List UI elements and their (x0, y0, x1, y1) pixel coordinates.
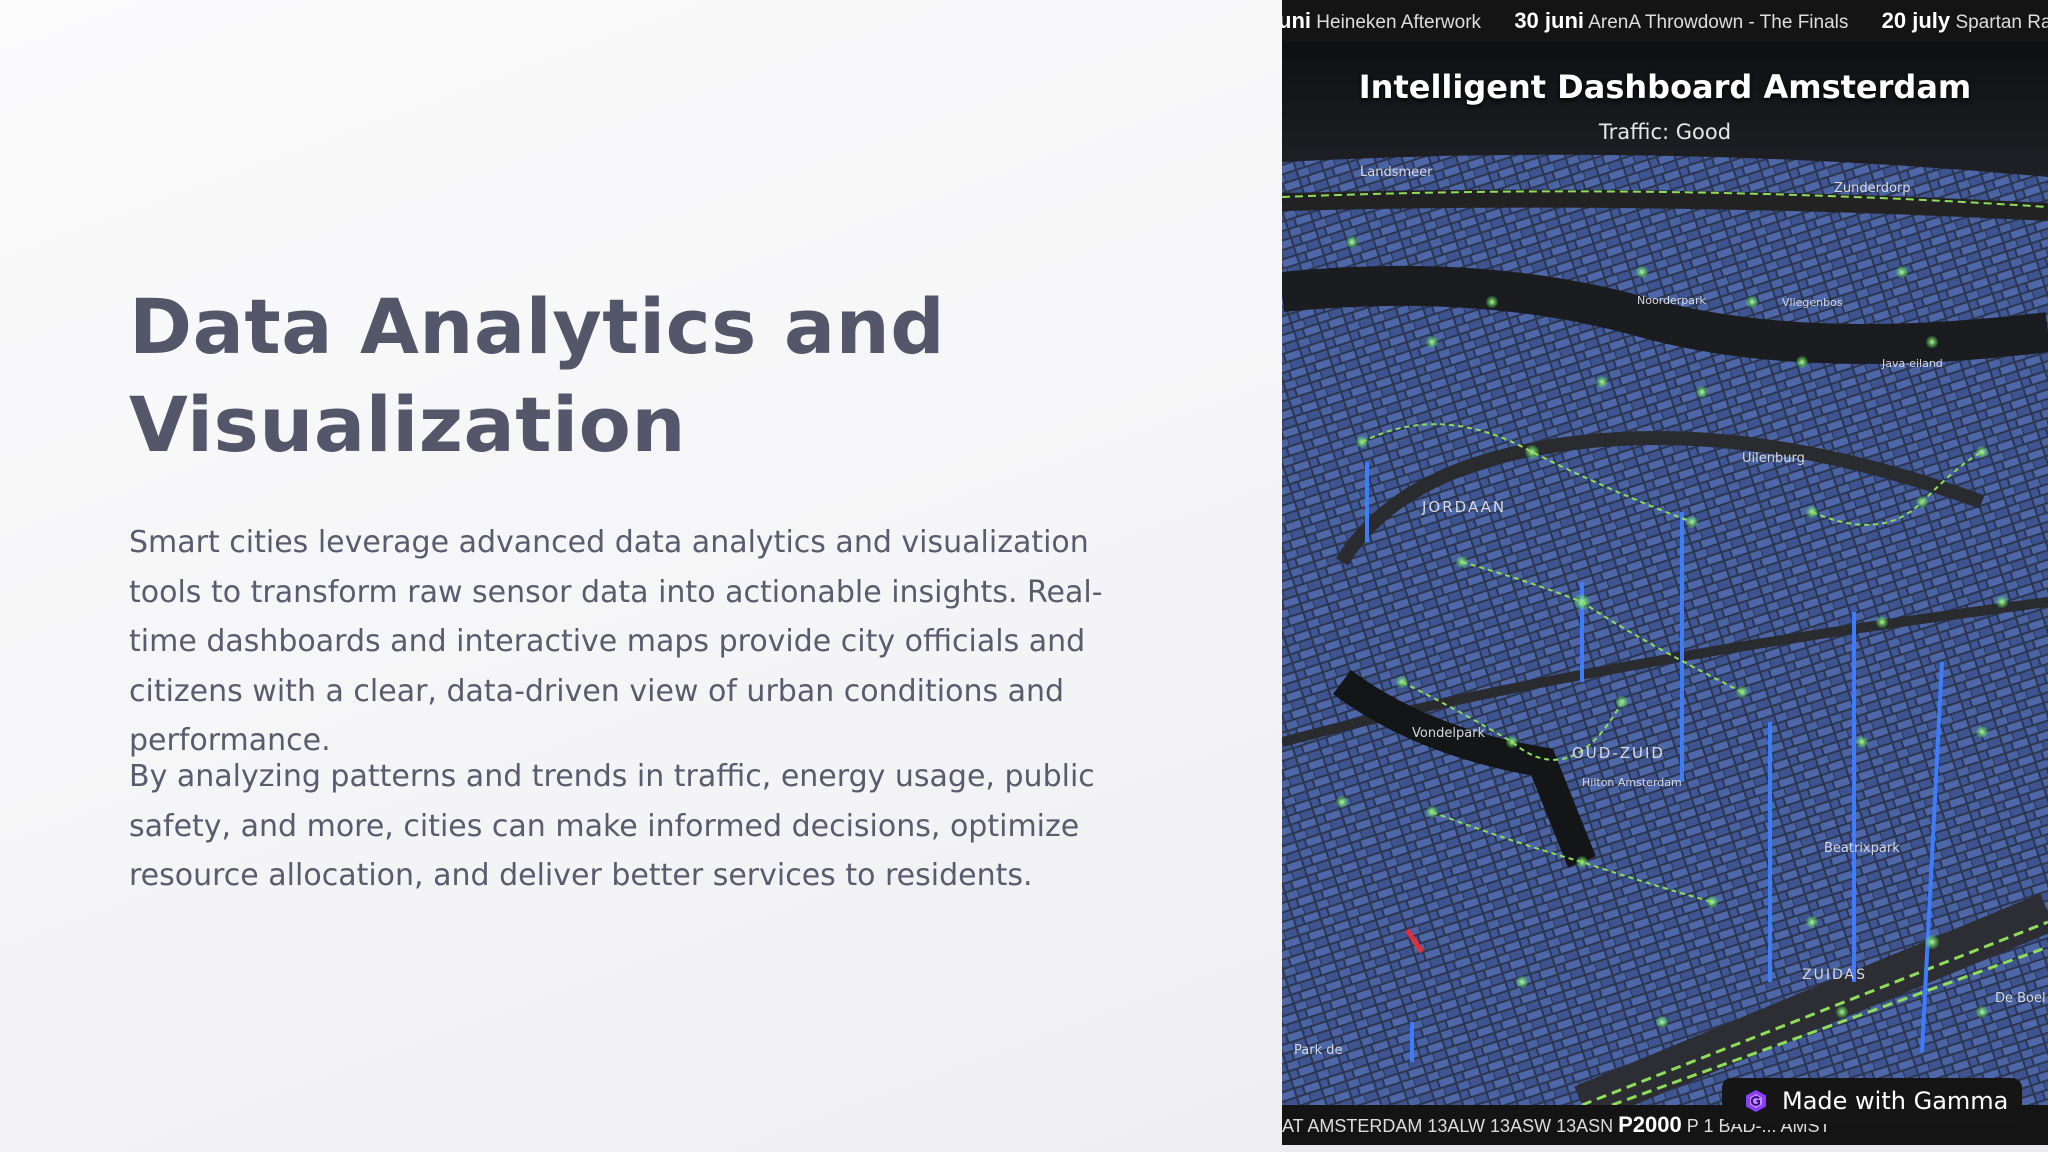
map-label: Noorderpark (1637, 294, 1707, 307)
events-ticker: uni Heineken Afterwork 30 juni ArenA Thr… (1282, 0, 2048, 42)
ticker-bold-code: P2000 (1618, 1112, 1682, 1137)
map-label: Park de (1294, 1043, 1342, 1058)
ticker-item: 30 juni ArenA Throwdown - The Finals (1514, 8, 1849, 33)
gamma-label: Made with Gamma (1782, 1087, 2009, 1115)
map-label: ZUIDAS (1802, 967, 1867, 983)
map-label: De Boel (1995, 991, 2046, 1006)
paragraph-2: By analyzing patterns and trends in traf… (129, 759, 1095, 894)
dashboard-title: Intelligent Dashboard Amsterdam (1358, 68, 1972, 106)
slide-text-panel: Data Analytics and Visualization Smart c… (129, 278, 1179, 894)
map-label: Java-eiland (1881, 357, 1943, 370)
paragraph-1: Smart cities leverage advanced data anal… (129, 525, 1103, 759)
slide-title-line-1: Data Analytics and (129, 282, 946, 371)
slide-title-line-2: Visualization (129, 380, 686, 469)
traffic-status: Traffic: Good (1598, 120, 1732, 144)
made-with-gamma-button[interactable]: Made with Gamma (1722, 1078, 2022, 1124)
dashboard-image: uni Heineken Afterwork 30 juni ArenA Thr… (1282, 0, 2048, 1152)
gamma-logo-icon (1746, 1090, 1766, 1112)
map-label: OUD-ZUID (1572, 744, 1665, 762)
map-label: Uilenburg (1742, 451, 1805, 466)
ticker-text: AT AMSTERDAM 13ALW 13ASW 13ASN (1282, 1116, 1614, 1136)
map-label: Landsmeer (1360, 165, 1433, 180)
slide-title: Data Analytics and Visualization (129, 278, 1179, 474)
map-label: Zunderdorp (1834, 181, 1911, 196)
city-map: Landsmeer Zunderdorp JORDAAN Uilenburg V… (1282, 42, 2048, 1105)
map-label: JORDAAN (1421, 498, 1506, 516)
map-label: Vondelpark (1412, 726, 1486, 741)
map-label: Hilton Amsterdam (1582, 776, 1682, 789)
ticker-item: uni Heineken Afterwork (1282, 8, 1482, 33)
map-label: Beatrixpark (1824, 841, 1900, 856)
map-label: Vliegenbos (1782, 296, 1843, 309)
footer-strip (1282, 1145, 2048, 1152)
ticker-item: 20 july Spartan Race (1881, 8, 2048, 33)
